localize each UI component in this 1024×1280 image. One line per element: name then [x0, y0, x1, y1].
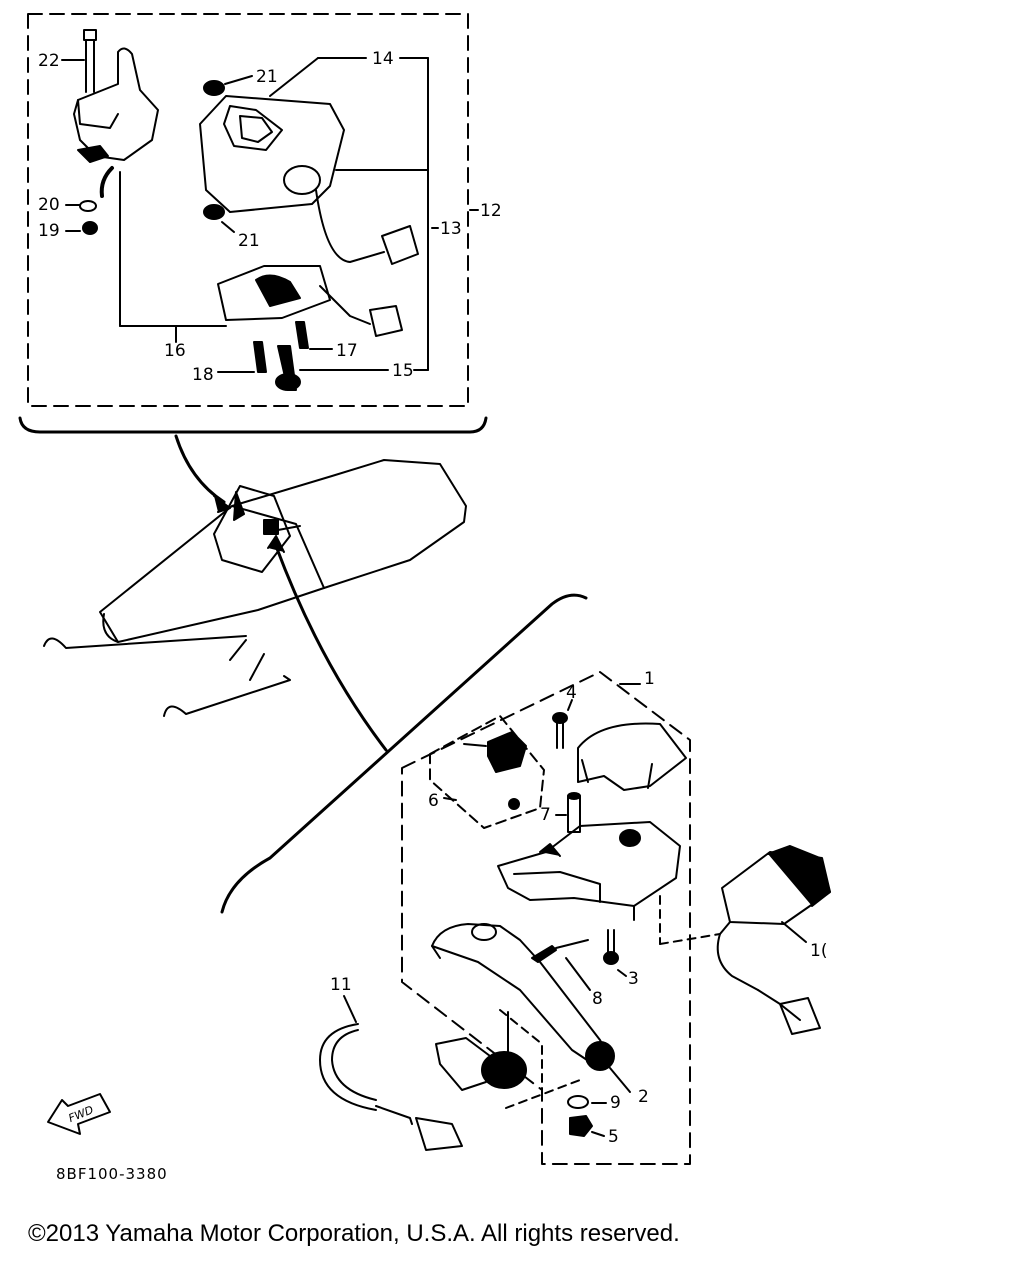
callout-21-top: 21	[256, 67, 278, 87]
callout-13: 13	[440, 219, 462, 239]
lever-2	[431, 923, 631, 1093]
callout-12: 12	[480, 201, 502, 221]
callout-3: 3	[628, 969, 639, 989]
copyright-notice: ©2013 Yamaha Motor Corporation, U.S.A. A…	[28, 1220, 680, 1247]
unit-16	[175, 265, 403, 343]
callout-7: 7	[540, 805, 551, 825]
callout-21-bottom: 21	[238, 231, 260, 251]
callout-2: 2	[638, 1087, 649, 1107]
callout-16: 16	[164, 341, 186, 361]
grommet-21-bottom	[203, 204, 235, 233]
callout-11: 11	[330, 975, 352, 995]
fwd-label: FWD	[67, 1103, 96, 1125]
fwd-arrow-icon	[47, 1093, 111, 1135]
unit-10	[659, 845, 831, 1035]
screw-17	[295, 321, 333, 350]
screw-18	[217, 341, 267, 373]
callout-9: 9	[610, 1093, 621, 1113]
holder-bracket	[497, 821, 681, 921]
bolt-15	[275, 345, 429, 391]
callout-4: 4	[566, 683, 577, 703]
module-14	[199, 57, 429, 371]
screw-4	[552, 699, 573, 749]
diagram-code: 8BF100-3380	[56, 1165, 168, 1183]
callout-22: 22	[38, 51, 60, 71]
callout-14: 14	[372, 49, 394, 69]
screw-8	[531, 939, 591, 991]
nut-5	[569, 1115, 605, 1137]
inset-box	[18, 13, 488, 434]
callout-8: 8	[592, 989, 603, 1009]
callout-10: 1(	[810, 941, 827, 961]
callout-17: 17	[336, 341, 358, 361]
sensor-11	[319, 995, 527, 1151]
cover	[577, 722, 687, 791]
callout-18: 18	[192, 365, 214, 385]
callout-20: 20	[38, 195, 60, 215]
nut-19	[65, 221, 98, 235]
assembly-box-1	[401, 671, 691, 1165]
callout-19: 19	[38, 221, 60, 241]
snowmobile	[43, 459, 467, 717]
screw-3	[603, 929, 627, 977]
parts-diagram: 22 21 14 20 19 21 13 12 16 17 18 15 1 4 …	[18, 13, 831, 1165]
switch-6	[429, 715, 545, 829]
callout-6: 6	[428, 791, 439, 811]
bolt-22	[61, 29, 97, 93]
pin-7	[555, 792, 581, 833]
washer-20	[65, 200, 97, 212]
bracket	[73, 47, 227, 327]
callout-5: 5	[608, 1127, 619, 1147]
callout-1: 1	[644, 669, 655, 689]
grommet-21-top	[203, 75, 253, 96]
washer-9	[567, 1095, 607, 1109]
callout-15: 15	[392, 361, 414, 381]
